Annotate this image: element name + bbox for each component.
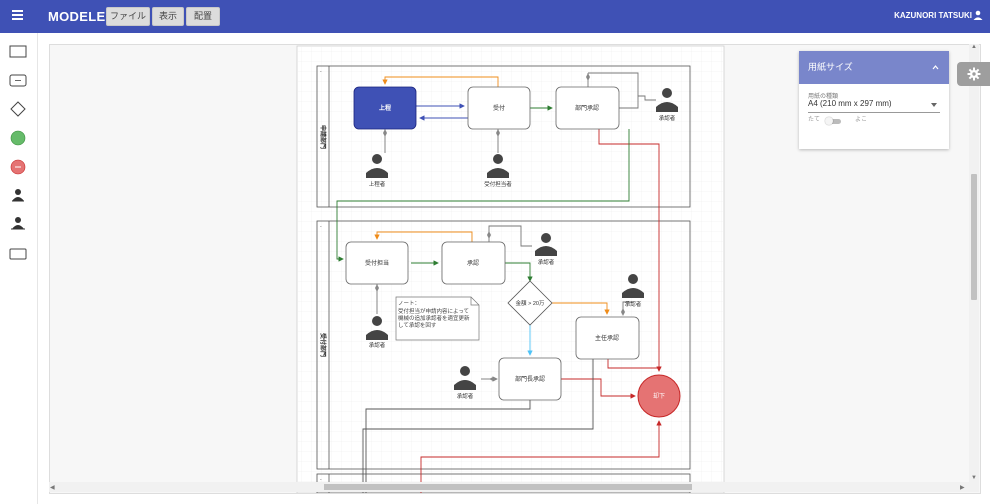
connectors <box>336 72 662 493</box>
note-line-3: 機械の追加承認者を適宜更新 <box>398 314 470 322</box>
svg-text:-: - <box>320 69 322 75</box>
horizontal-scroll-thumb[interactable] <box>324 484 692 490</box>
orientation-portrait-label: たて <box>808 117 821 123</box>
actor-approver4-label: 承認者 <box>369 341 386 349</box>
actor-approver1-label: 承認者 <box>659 114 676 122</box>
actor-approver1-icon[interactable] <box>656 88 678 112</box>
note-line-4: して承認を回す <box>398 321 437 329</box>
lane-applicant-label: 申請部門 <box>319 125 327 149</box>
lane-reception-label: 受付部門 <box>319 333 327 357</box>
node-decision-label: 金額 > 20万 <box>516 299 545 307</box>
node-submit[interactable] <box>353 86 417 130</box>
app-bar: MODELER ファイル 表示 配置 KAZUNORI TATSUKI <box>0 0 990 33</box>
diagram-svg[interactable]: - 申請部門 - 受付部門 - <box>50 45 980 493</box>
note-box[interactable] <box>395 296 480 341</box>
actor-approver2-label: 承認者 <box>538 258 555 266</box>
node-reception-staff-label: 受付担当 <box>365 259 389 267</box>
lane-applicant[interactable]: - <box>316 65 691 208</box>
svg-text:-: - <box>320 224 322 230</box>
paper-size-panel: 用紙サイズ 用紙の種類 A4 (210 mm x 297 mm) たて よこ <box>799 51 949 149</box>
palette-start-event-icon[interactable] <box>10 130 26 146</box>
menu-arrange-button[interactable]: 配置 <box>186 7 220 26</box>
menu-view-button[interactable]: 表示 <box>152 7 184 26</box>
node-submit-label: 上程 <box>379 104 391 112</box>
node-decision[interactable] <box>507 280 553 326</box>
paper-type-value: A4 (210 mm x 297 mm) <box>808 99 892 108</box>
actor-submitter-label: 上程者 <box>369 180 386 188</box>
user-name[interactable]: KAZUNORI TATSUKI <box>894 11 972 20</box>
lane-reception[interactable]: - <box>316 220 691 470</box>
scroll-up-icon[interactable]: ▲ <box>971 44 977 50</box>
paper-size-panel-header[interactable]: 用紙サイズ <box>799 51 949 84</box>
palette-gateway-icon[interactable] <box>10 101 26 117</box>
actor-approver2-icon[interactable] <box>535 233 557 256</box>
settings-button[interactable] <box>957 62 990 86</box>
node-chief-approve[interactable] <box>575 316 640 360</box>
actor-approver4-icon[interactable] <box>366 316 388 340</box>
hamburger-menu-icon[interactable] <box>12 10 23 20</box>
node-director-approve[interactable] <box>498 357 562 401</box>
node-director-approve-label: 部門長承認 <box>515 375 545 383</box>
gear-icon <box>967 67 981 81</box>
actor-submitter-icon[interactable] <box>366 154 388 178</box>
menu-file-button[interactable]: ファイル <box>106 7 150 26</box>
actor-receiver-icon[interactable] <box>487 154 509 178</box>
node-approve[interactable] <box>441 241 506 285</box>
scroll-right-icon[interactable]: ▶ <box>960 485 965 491</box>
node-chief-approve-label: 主任承認 <box>595 334 619 342</box>
node-reject-label: 却下 <box>653 392 665 400</box>
svg-text:-: - <box>320 477 322 483</box>
user-icon[interactable] <box>973 10 983 20</box>
shape-palette <box>0 33 38 504</box>
note-line-1: ノート： <box>398 301 420 307</box>
palette-lane-icon[interactable] <box>9 248 27 260</box>
note-line-2: 受付担当が申請内容によって <box>398 307 469 315</box>
node-dept-approve-label: 部門承認 <box>575 104 599 112</box>
dropdown-arrow-icon <box>931 103 937 107</box>
vertical-scroll-thumb[interactable] <box>971 174 977 300</box>
orientation-landscape-label: よこ <box>855 117 868 123</box>
node-receive-label: 受付 <box>493 104 505 112</box>
horizontal-scrollbar[interactable]: ◀ ▶ <box>49 482 969 492</box>
paper-type-select[interactable]: A4 (210 mm x 297 mm) <box>808 99 940 113</box>
paper-type-label: 用紙の種類 <box>808 94 839 100</box>
palette-actor-icon[interactable] <box>12 189 24 202</box>
chevron-up-icon[interactable] <box>932 64 939 71</box>
scroll-down-icon[interactable]: ▼ <box>971 475 977 481</box>
palette-subprocess-icon[interactable] <box>9 74 27 87</box>
node-reception-staff[interactable] <box>345 241 409 285</box>
scroll-left-icon[interactable]: ◀ <box>50 485 55 491</box>
node-receive[interactable] <box>467 86 531 130</box>
actor-approver5-icon[interactable] <box>454 366 476 390</box>
actor-approver3-icon[interactable] <box>622 274 644 298</box>
paper-size-panel-title: 用紙サイズ <box>808 62 853 72</box>
actor-approver5-label: 承認者 <box>457 392 474 400</box>
node-approve-label: 承認 <box>467 259 479 267</box>
orientation-toggle[interactable] <box>825 117 841 125</box>
app-title: MODELER <box>48 9 116 24</box>
palette-actor-alt-icon[interactable] <box>11 217 25 230</box>
actor-receiver-label: 受付担当者 <box>484 180 512 188</box>
palette-task-icon[interactable] <box>9 45 27 58</box>
association-markers <box>375 73 625 381</box>
node-dept-approve[interactable] <box>555 86 620 130</box>
actor-approver3-label: 承認者 <box>625 300 642 308</box>
vertical-scrollbar[interactable]: ▲ ▼ <box>969 44 979 492</box>
node-reject[interactable] <box>637 374 681 418</box>
